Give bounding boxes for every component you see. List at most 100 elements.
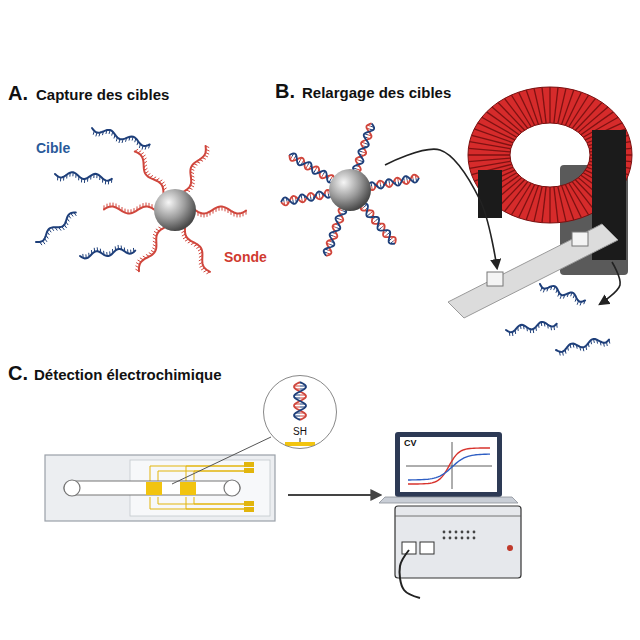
double-helix (361, 204, 396, 244)
flow-arrow (385, 149, 497, 268)
helix-strand (324, 207, 347, 256)
panel-socket (467, 531, 470, 534)
coil-winding (468, 158, 510, 162)
panel-letter: C. (8, 362, 28, 385)
strand-backbone (540, 284, 585, 302)
strand-backbone (36, 213, 76, 242)
helix-strand (294, 382, 306, 420)
coil-winding (562, 186, 574, 220)
coil-winding (549, 87, 550, 123)
panel-letter: B. (275, 80, 295, 103)
double-helix (368, 175, 419, 190)
coil-winding (554, 187, 558, 223)
coil-winding (534, 186, 542, 221)
laptop-frame (395, 432, 502, 497)
panel-title: Relargage des cibles (302, 84, 451, 101)
helix-strand (281, 191, 332, 203)
coil-winding (542, 87, 546, 123)
nucleic-strand (183, 146, 209, 192)
coil-winding (558, 186, 566, 221)
flow-arrow (288, 494, 380, 496)
coil-winding (470, 161, 511, 168)
helix-strand (294, 382, 306, 420)
flow-arrow (600, 262, 620, 304)
double-helix (294, 382, 306, 420)
chemical-group: SH (264, 426, 336, 437)
nucleic-strand (55, 172, 112, 184)
contact-pad (244, 501, 254, 506)
panel-socket (449, 531, 452, 534)
strand-backbone (80, 249, 135, 258)
contact-pad (244, 507, 254, 512)
nucleic-strand (540, 284, 585, 305)
strand-backbone (135, 151, 164, 193)
voltammogram-curve (408, 454, 490, 480)
strand-backbone (183, 146, 205, 192)
double-helix (353, 123, 374, 172)
plot-axis (452, 442, 453, 489)
potentiostat (395, 506, 521, 578)
double-helix (289, 153, 334, 182)
helix-strand (353, 123, 374, 172)
panel-title: Détection électrochimique (34, 366, 222, 383)
biosensor-chip (45, 455, 275, 521)
helix-strand (362, 204, 395, 244)
strand-backbone (92, 128, 150, 146)
zoom-inset: SH (263, 375, 337, 449)
panel-socket (443, 531, 446, 534)
nucleic-strand (135, 149, 167, 193)
nucleic-strand (556, 339, 610, 356)
electrode-lead (194, 497, 244, 504)
coil-winding (542, 187, 546, 223)
helix-strand (361, 204, 396, 244)
panel-socket (461, 531, 464, 534)
panel-socket (455, 537, 458, 540)
helix-strand (281, 190, 332, 205)
coil-winding (468, 154, 510, 155)
panel-connector (420, 542, 434, 554)
panel-socket (473, 531, 476, 534)
slide-chamber (572, 232, 588, 246)
slide-chamber (487, 272, 503, 286)
nucleic-strand (36, 213, 76, 246)
potentiostat-trim (395, 516, 521, 517)
thiol-link (300, 438, 301, 442)
nucleic-strand (92, 128, 150, 150)
strand-backbone (185, 227, 210, 271)
panel-connector (402, 542, 416, 554)
laptop-screen: CV (400, 437, 497, 492)
working-electrode (146, 482, 162, 495)
strand-label: Cible (36, 140, 70, 156)
electrode-lead (150, 497, 244, 509)
voltammogram-curve (408, 448, 490, 484)
magnet-pole (478, 170, 502, 218)
strand-label: Sonde (224, 249, 267, 265)
panel-socket (455, 531, 458, 534)
coil-winding (468, 148, 510, 152)
strand-backbone (55, 172, 112, 180)
coil-winding (526, 90, 538, 124)
panel-title: Capture des cibles (36, 86, 169, 103)
magnetic-bead (329, 169, 371, 211)
helix-strand (368, 176, 419, 188)
gold-surface (285, 442, 315, 446)
channel-port (224, 480, 240, 496)
panel-socket (461, 537, 464, 540)
nucleic-strand (135, 227, 165, 271)
strand-backbone (195, 207, 246, 214)
magnetic-bead (154, 189, 196, 231)
microfluidic-slide (448, 224, 618, 318)
panel-letter: A. (8, 82, 28, 105)
electrode-lead (158, 497, 244, 504)
laptop-base (379, 497, 518, 503)
microchannel (64, 481, 240, 495)
nucleic-strand (80, 245, 135, 258)
coil-winding (492, 107, 522, 132)
coil-winding (575, 102, 602, 130)
coil-winding (470, 142, 511, 149)
double-helix (281, 190, 332, 205)
panel-socket (443, 537, 446, 540)
cable (400, 550, 420, 598)
contact-pad (244, 462, 254, 467)
